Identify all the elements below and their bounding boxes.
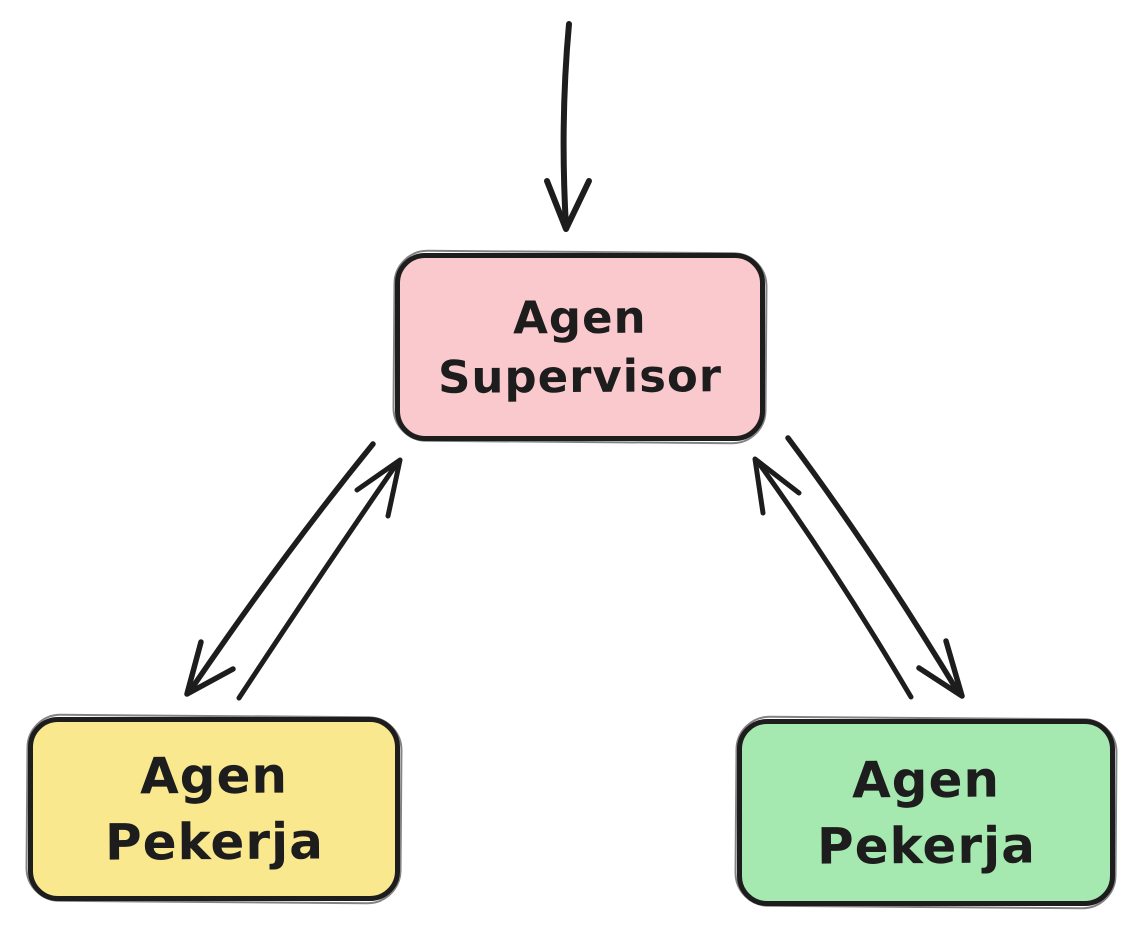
node-label-line2: Supervisor [437, 349, 723, 404]
node-label-line1: Agen [139, 746, 289, 806]
arrow-shaft [187, 441, 376, 694]
node-label-line1: Agen [513, 290, 647, 344]
arrow-head [916, 638, 965, 699]
node-label-line2: Pekerja [104, 812, 324, 872]
node-agen-supervisor: Agen Supervisor [395, 253, 765, 441]
node-label-line1: Agen [851, 750, 1001, 809]
arrow-into-supervisor-icon [544, 21, 592, 232]
arrow-right-worker-to-supervisor-icon [752, 456, 914, 700]
arrow-head [354, 457, 403, 519]
arrow-head [752, 456, 802, 516]
arrow-shaft [785, 435, 961, 695]
arrow-shaft [755, 459, 914, 700]
arrow-supervisor-to-left-worker-icon [184, 441, 376, 697]
arrow-shaft [236, 459, 401, 701]
node-agen-pekerja-right: Agen Pekerja [737, 719, 1115, 906]
arrow-head [184, 639, 236, 697]
node-label-line2: Pekerja [816, 815, 1036, 876]
arrow-shaft [560, 21, 572, 230]
arrow-left-worker-to-supervisor-icon [236, 457, 403, 701]
arrow-supervisor-to-right-worker-icon [785, 435, 965, 699]
node-agen-pekerja-left: Agen Pekerja [28, 717, 400, 901]
arrow-head [544, 178, 592, 232]
